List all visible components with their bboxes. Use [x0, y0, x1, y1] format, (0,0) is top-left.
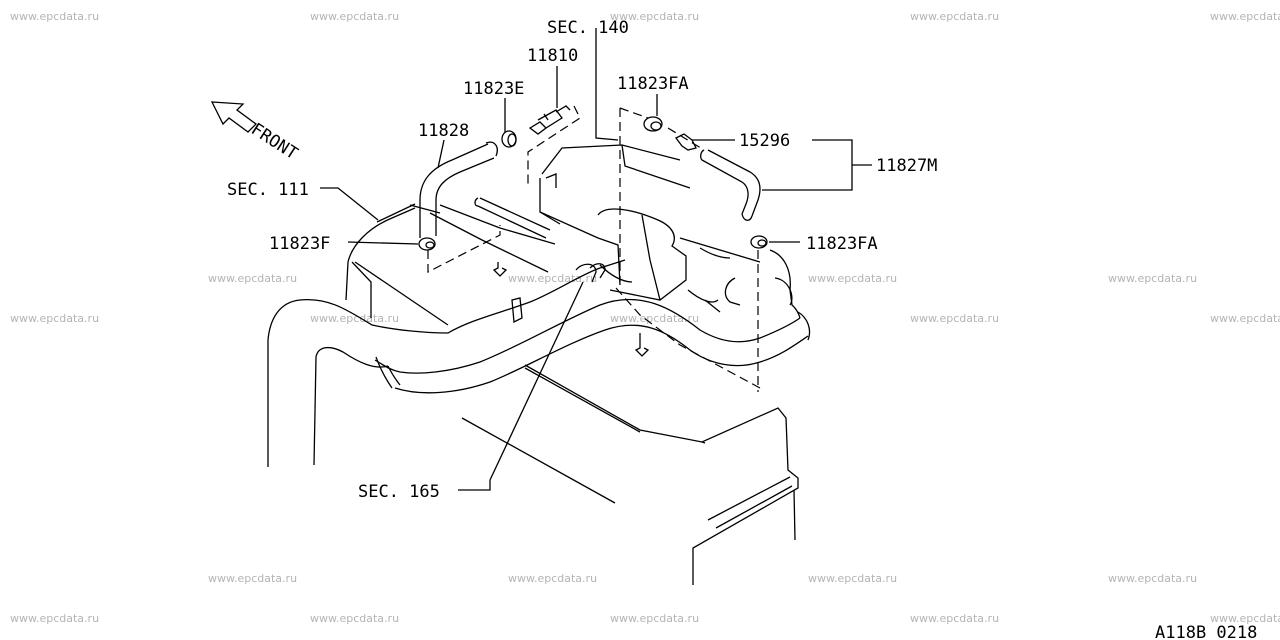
watermark-layer: www.epcdata.ru www.epcdata.ru www.epcdat…	[10, 10, 1280, 625]
front-arrow-icon	[210, 101, 257, 133]
watermark: www.epcdata.ru	[610, 612, 699, 625]
intake-hose	[374, 298, 811, 394]
watermark: www.epcdata.ru	[910, 10, 999, 23]
watermark: www.epcdata.ru	[208, 272, 297, 285]
pcv-valve-icon	[528, 105, 571, 135]
watermark: www.epcdata.ru	[310, 10, 399, 23]
callout-11827M: 11827M	[876, 156, 937, 176]
hose-sec-165	[489, 263, 597, 481]
watermark: www.epcdata.ru	[10, 10, 99, 23]
watermark: www.epcdata.ru	[808, 572, 897, 585]
callout-11823F: 11823F	[269, 234, 330, 254]
watermark: www.epcdata.ru	[508, 572, 597, 585]
hose-11828	[419, 141, 498, 238]
watermark: www.epcdata.ru	[508, 272, 597, 285]
callout-11823E: 11823E	[463, 79, 524, 99]
clamp-icon	[418, 237, 436, 251]
engine-outline	[267, 203, 799, 585]
watermark: www.epcdata.ru	[808, 272, 897, 285]
dashed-guides	[427, 105, 761, 392]
callout-11823FA-right: 11823FA	[806, 234, 878, 254]
leader-lines	[320, 28, 872, 491]
watermark: www.epcdata.ru	[1210, 312, 1280, 325]
fitting-15296-icon	[675, 133, 697, 151]
callout-11810: 11810	[527, 46, 578, 66]
breather-canister	[539, 144, 691, 301]
watermark: www.epcdata.ru	[610, 312, 699, 325]
watermark: www.epcdata.ru	[10, 612, 99, 625]
watermark: www.epcdata.ru	[1210, 10, 1280, 23]
connector-tube	[474, 197, 551, 239]
callout-15296: 15296	[739, 131, 790, 151]
callout-sec-165: SEC. 165	[358, 482, 440, 502]
watermark: www.epcdata.ru	[208, 572, 297, 585]
watermark: www.epcdata.ru	[310, 612, 399, 625]
callout-sec-111: SEC. 111	[227, 180, 309, 200]
watermark: www.epcdata.ru	[910, 612, 999, 625]
right-fittings	[492, 173, 801, 357]
diagram-code: A118B 0218	[1155, 623, 1257, 640]
clamp-icon	[750, 235, 768, 249]
callout-11823FA-top: 11823FA	[617, 74, 689, 94]
watermark: www.epcdata.ru	[310, 312, 399, 325]
watermark: www.epcdata.ru	[1108, 272, 1197, 285]
front-label: FRONT	[247, 119, 301, 164]
hose-11827M	[700, 149, 761, 221]
callout-sec-140: SEC. 140	[547, 18, 629, 38]
clamp-icon	[501, 130, 517, 148]
clamp-icon	[643, 116, 663, 132]
watermark: www.epcdata.ru	[610, 10, 699, 23]
watermark: www.epcdata.ru	[10, 312, 99, 325]
callout-11828: 11828	[418, 121, 469, 141]
watermark: www.epcdata.ru	[910, 312, 999, 325]
watermark: www.epcdata.ru	[1210, 612, 1280, 625]
watermark: www.epcdata.ru	[1108, 572, 1197, 585]
